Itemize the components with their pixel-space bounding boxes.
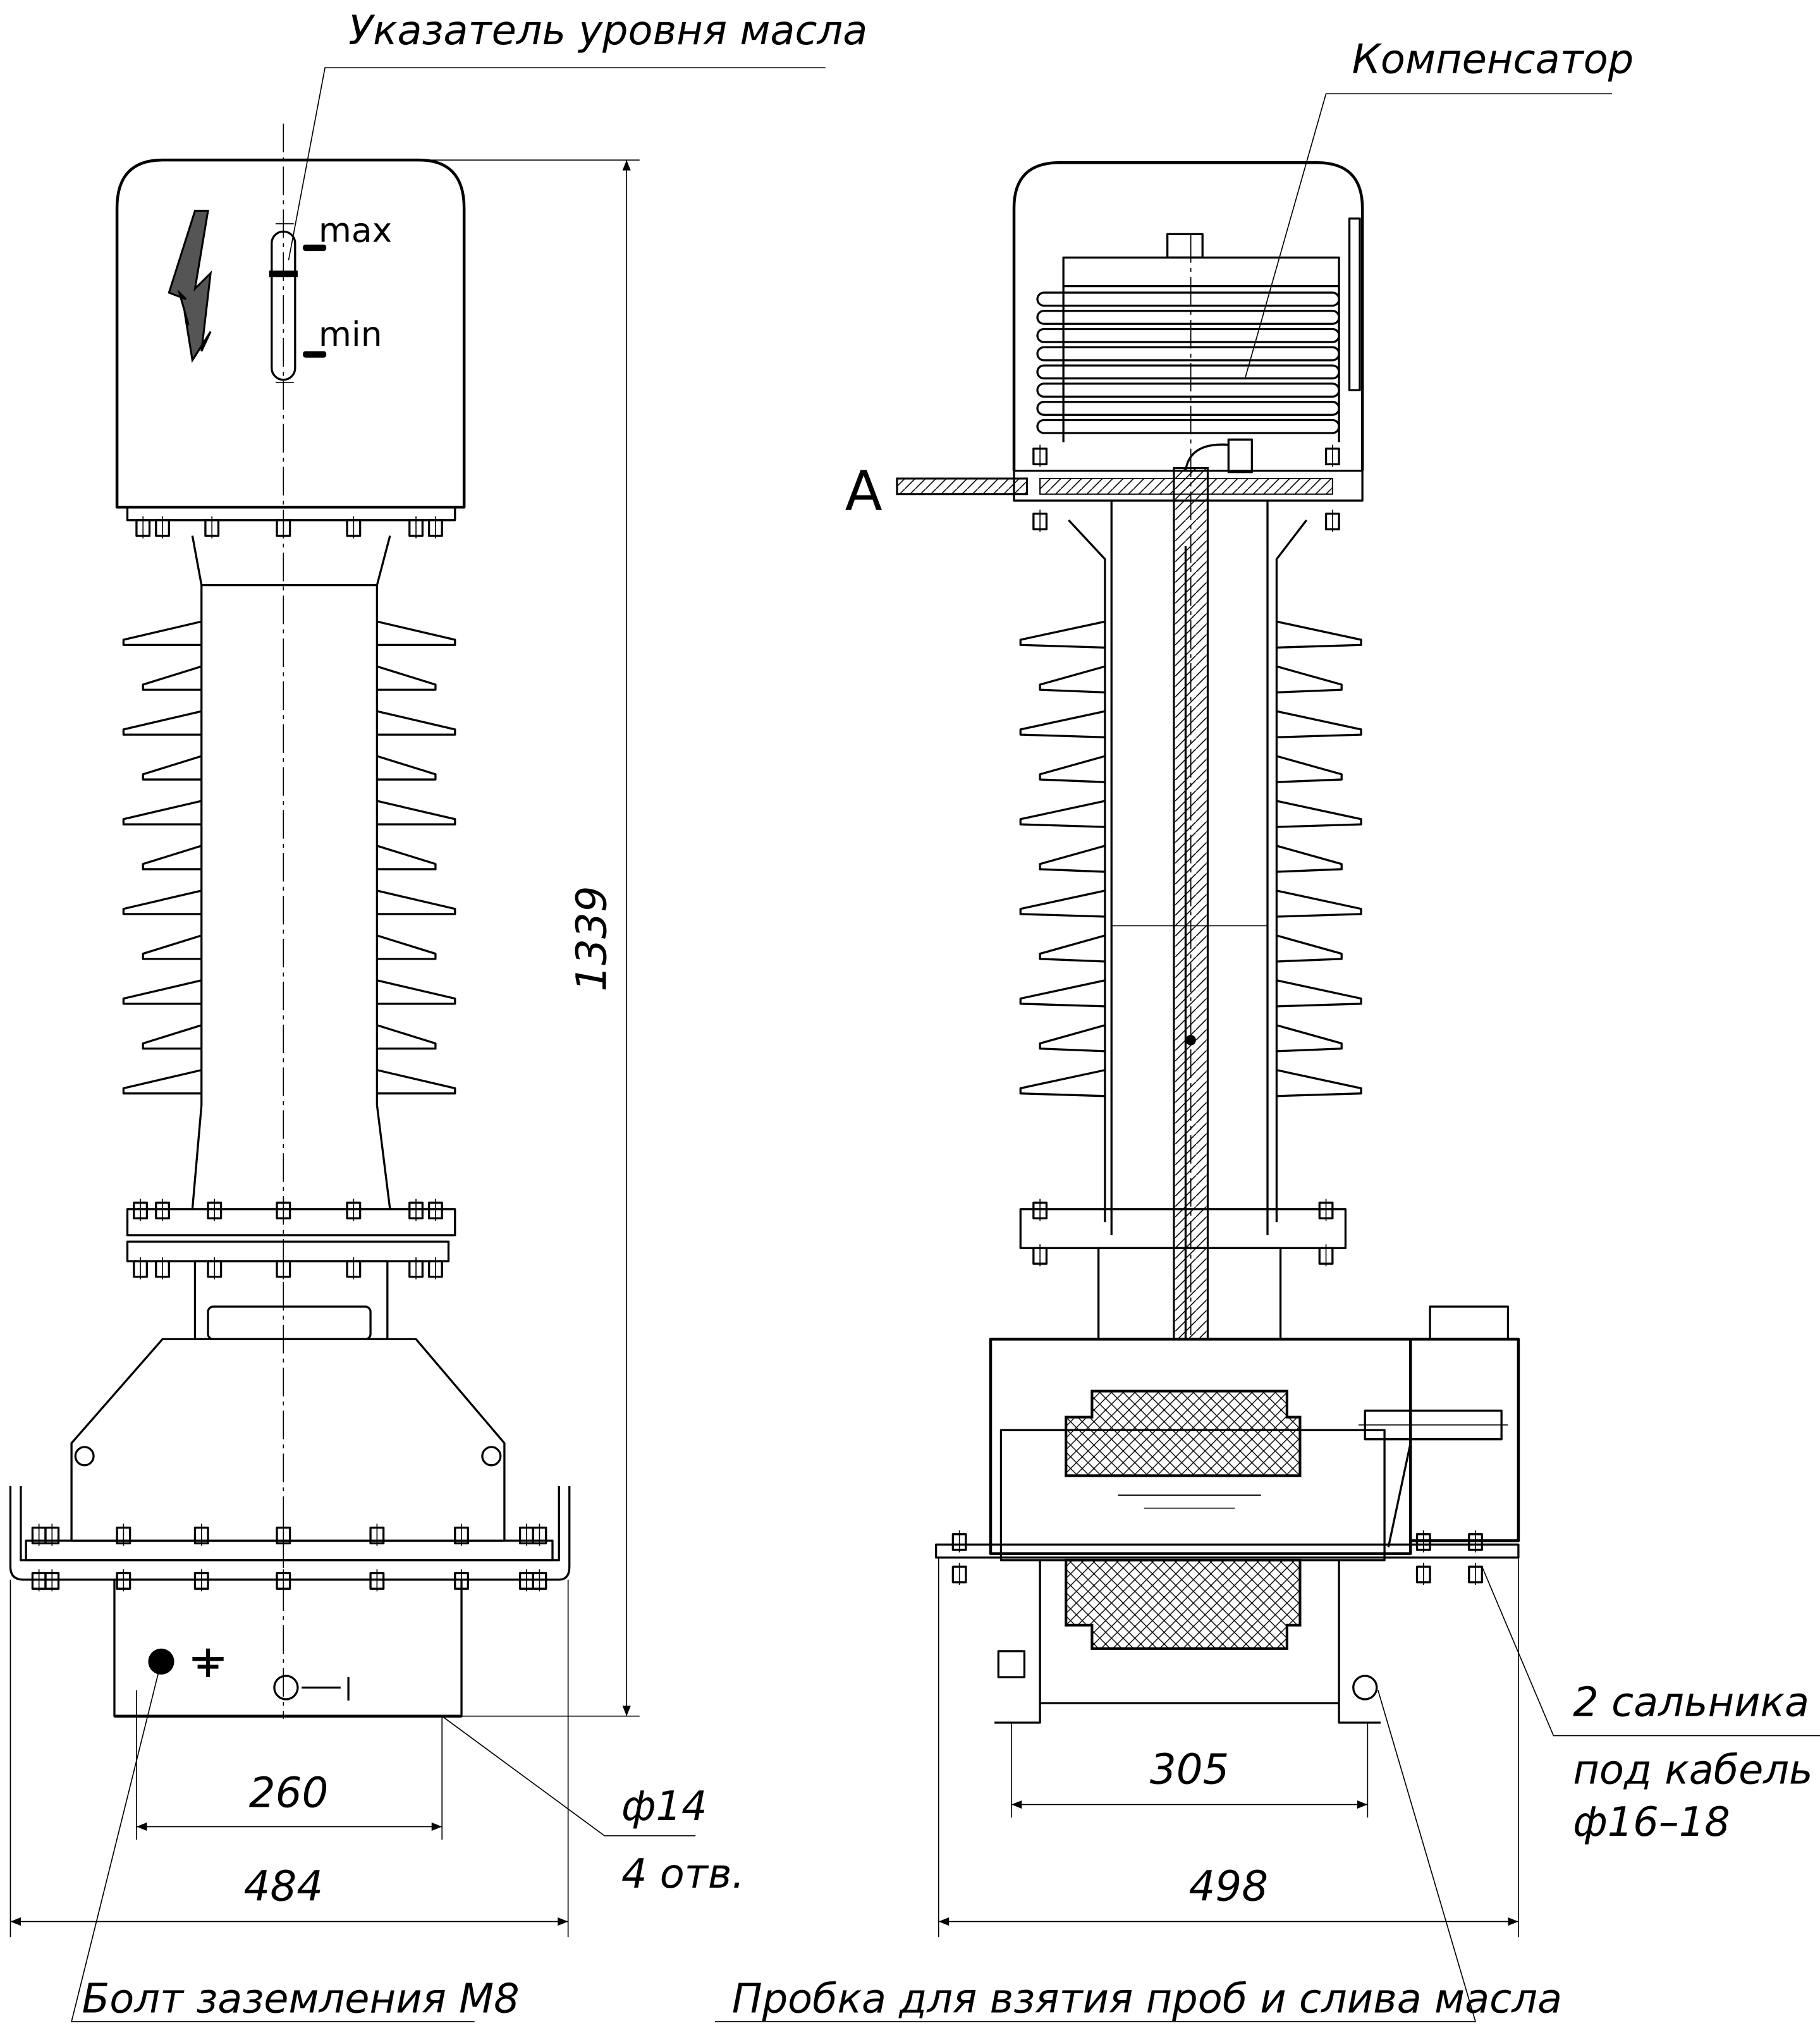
svg-text:Компенсатор: Компенсатор xyxy=(1352,36,1634,83)
shed xyxy=(142,665,437,691)
shed xyxy=(142,845,437,870)
section-a-marker: A xyxy=(845,460,883,523)
svg-text:Указатель уровня масла: Указатель уровня масла xyxy=(348,8,867,54)
svg-text:498: 498 xyxy=(1189,1862,1269,1911)
compensator-bellows xyxy=(1036,286,1340,443)
insulator-sheds xyxy=(122,620,456,1095)
shed xyxy=(122,620,456,646)
front-view: max min 1339 xyxy=(9,8,867,2023)
lower-flange xyxy=(126,1208,456,1237)
shed xyxy=(142,755,437,781)
svg-text:2 сальника: 2 сальника xyxy=(1573,1680,1809,1726)
bottom-bracket xyxy=(994,1560,1381,1724)
shed-section xyxy=(1019,710,1362,738)
height-dimension: 1339 xyxy=(389,159,640,1717)
svg-text:Пробка для взятия проб и слива: Пробка для взятия проб и слива масла xyxy=(732,1976,1562,2023)
svg-text:ф16–18: ф16–18 xyxy=(1573,1799,1730,1846)
shed-section xyxy=(1019,800,1362,828)
shed xyxy=(122,1069,456,1095)
shed xyxy=(142,1024,437,1050)
bolt-spacing-260: 260 xyxy=(136,1690,443,1840)
terminal-box xyxy=(113,1579,463,1718)
lightning-icon xyxy=(168,209,212,363)
cable-gland xyxy=(1358,1409,1508,1441)
shed-section xyxy=(1039,1024,1343,1053)
base-bolts-section xyxy=(951,1530,1483,1585)
lower-neck xyxy=(191,1104,391,1209)
shed xyxy=(122,800,456,826)
bolt-spacing-305: 305 xyxy=(1011,1722,1369,1818)
lower-winding xyxy=(1065,1558,1302,1650)
insulator-wall xyxy=(1068,500,1308,1235)
shed-section xyxy=(1039,934,1343,963)
side-section-view: A 305 xyxy=(715,36,1820,2023)
head-base-plate xyxy=(126,506,456,522)
cable-box-lid xyxy=(1429,1305,1510,1340)
insulator-body xyxy=(200,585,379,1106)
base-bolts xyxy=(31,1524,547,1592)
lifting-eye-right xyxy=(481,1446,502,1467)
svg-text:ф14: ф14 xyxy=(621,1783,707,1830)
side-gauge xyxy=(1348,217,1361,391)
lower-bolts xyxy=(1032,1199,1334,1267)
drain-plug-callout: Пробка для взятия проб и слива масла xyxy=(715,1690,1562,2023)
lifting-handle xyxy=(207,1305,372,1340)
width-498: 498 xyxy=(937,1557,1519,1938)
central-rod xyxy=(1173,467,1209,1386)
shed xyxy=(122,889,456,915)
shed-section xyxy=(1019,1069,1362,1097)
lifting-eye-left xyxy=(74,1446,95,1467)
shed xyxy=(122,710,456,736)
compensator-top-bolt xyxy=(1166,233,1204,259)
glands-callout: 2 сальника под кабель ф16–18 xyxy=(1481,1566,1820,1846)
oil-level-gauge: max min xyxy=(269,211,392,383)
svg-text:305: 305 xyxy=(1150,1745,1230,1794)
head-bolts xyxy=(135,516,443,539)
svg-text:1339: 1339 xyxy=(567,886,616,991)
insulator-sheds-section xyxy=(1019,620,1362,1097)
gauge-min-label: min xyxy=(319,314,382,354)
head-cap xyxy=(115,158,466,509)
flange-bolts xyxy=(133,1199,443,1280)
base-plate-section xyxy=(934,1543,1520,1559)
hole-callout: ф14 4 отв. xyxy=(441,1716,745,1898)
section-a-plate xyxy=(896,477,1029,496)
upper-winding xyxy=(1065,1390,1302,1477)
svg-text:484: 484 xyxy=(244,1862,324,1911)
tank-neck xyxy=(193,1260,389,1340)
gauge-max-label: max xyxy=(319,211,392,250)
drain-plug xyxy=(1352,1675,1378,1701)
svg-text:260: 260 xyxy=(249,1769,329,1817)
oil-indicator-callout: Указатель уровня масла xyxy=(288,8,867,260)
shed-section xyxy=(1019,979,1362,1008)
tank-roof xyxy=(70,1338,506,1542)
tank-flange xyxy=(126,1240,450,1262)
svg-text:Болт заземления М8: Болт заземления М8 xyxy=(82,1976,520,2023)
compensator-cover xyxy=(1012,161,1364,471)
shed-section xyxy=(1039,755,1343,783)
shed xyxy=(142,934,437,960)
shed xyxy=(122,979,456,1005)
upper-neck xyxy=(191,535,391,587)
svg-text:под кабель: под кабель xyxy=(1573,1747,1812,1794)
drain-plug-front xyxy=(273,1675,299,1701)
width-484: 484 xyxy=(9,1579,569,1938)
compensator-callout: Компенсатор xyxy=(1245,36,1634,377)
earthing-bolt-callout: Болт заземления М8 xyxy=(71,1661,520,2023)
pipe-cable xyxy=(1184,443,1229,471)
shed-section xyxy=(1039,665,1343,693)
shed-section xyxy=(1039,845,1343,873)
svg-text:4 отв.: 4 отв. xyxy=(621,1851,745,1898)
earth-symbol-icon xyxy=(192,1648,224,1678)
shed-section xyxy=(1019,889,1362,918)
shed-section xyxy=(1019,620,1362,649)
top-bolts xyxy=(1032,444,1340,532)
